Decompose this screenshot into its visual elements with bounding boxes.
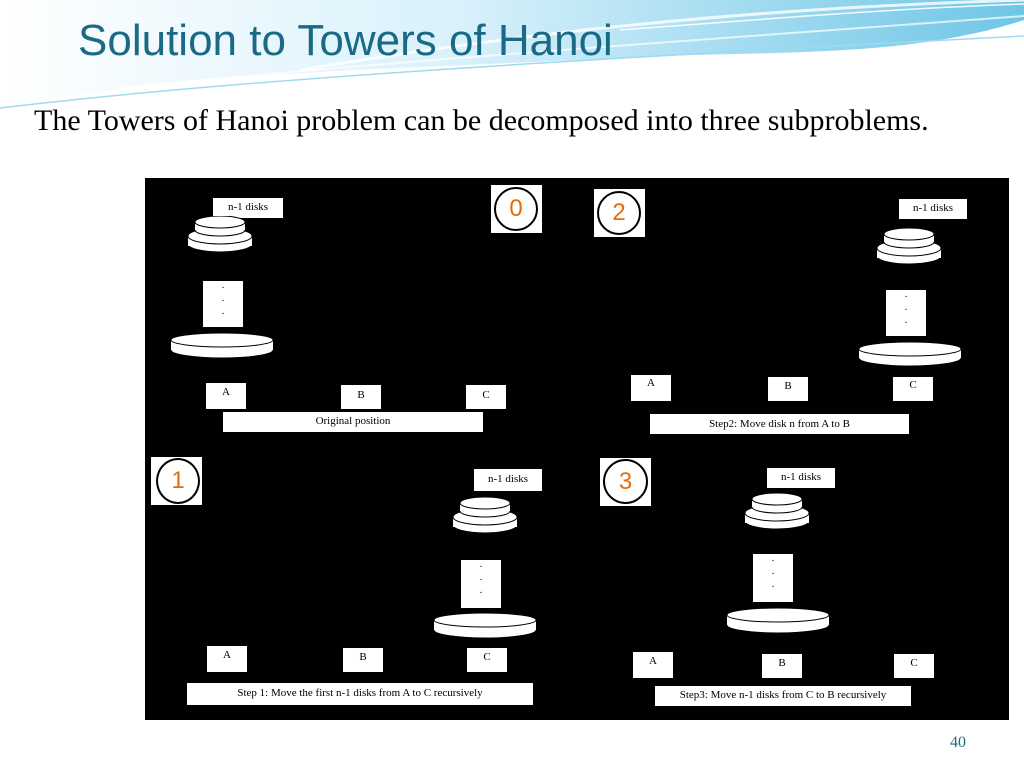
peg-label-b: B bbox=[343, 648, 383, 672]
step-number-ring: 0 bbox=[494, 187, 538, 231]
hanoi-diagram: 0 n-1 disks ··· A B C Original position … bbox=[145, 178, 1009, 720]
slide-title: Solution to Towers of Hanoi bbox=[78, 16, 613, 65]
caption-step3: Step3: Move n-1 disks from C to B recurs… bbox=[655, 686, 911, 706]
step-number-ring: 2 bbox=[597, 191, 641, 235]
peg-label-a: A bbox=[633, 652, 673, 678]
ellipsis-marker: ··· bbox=[886, 290, 926, 336]
peg-label-c: C bbox=[893, 377, 933, 401]
step-number-2: 2 bbox=[594, 189, 645, 237]
large-disk-n bbox=[858, 341, 962, 367]
step-number-ring: 3 bbox=[603, 459, 648, 504]
large-disk-n bbox=[433, 612, 537, 639]
peg-label-c: C bbox=[894, 654, 934, 678]
step-number-0: 0 bbox=[491, 185, 542, 233]
caption-original-position: Original position bbox=[223, 412, 483, 432]
disks-label: n-1 disks bbox=[474, 469, 542, 491]
header-wave-decoration bbox=[0, 0, 1024, 109]
step-number-ring: 1 bbox=[156, 458, 200, 504]
peg-label-a: A bbox=[207, 646, 247, 672]
small-disks-stack bbox=[744, 493, 810, 530]
page-number: 40 bbox=[950, 734, 966, 751]
caption-step2: Step2: Move disk n from A to B bbox=[650, 414, 909, 434]
ellipsis-marker: ··· bbox=[461, 560, 501, 608]
peg-label-b: B bbox=[768, 377, 808, 401]
ellipsis-marker: ··· bbox=[203, 281, 243, 327]
peg-label-c: C bbox=[466, 385, 506, 409]
peg-label-b: B bbox=[762, 654, 802, 678]
large-disk-n bbox=[726, 607, 830, 634]
peg-label-b: B bbox=[341, 385, 381, 409]
caption-step1: Step 1: Move the first n-1 disks from A … bbox=[187, 683, 533, 705]
step-number-1: 1 bbox=[151, 457, 202, 505]
peg-label-a: A bbox=[631, 375, 671, 401]
disks-label: n-1 disks bbox=[899, 199, 967, 219]
small-disks-stack bbox=[452, 497, 518, 534]
intro-text: The Towers of Hanoi problem can be decom… bbox=[34, 104, 929, 137]
small-disks-stack bbox=[876, 228, 942, 265]
large-disk-n bbox=[170, 332, 274, 359]
peg-label-c: C bbox=[467, 648, 507, 672]
disks-label: n-1 disks bbox=[213, 198, 283, 218]
step-number-3: 3 bbox=[600, 458, 651, 506]
peg-label-a: A bbox=[206, 383, 246, 409]
small-disks-stack bbox=[187, 216, 253, 253]
ellipsis-marker: ··· bbox=[753, 554, 793, 602]
disks-label: n-1 disks bbox=[767, 468, 835, 488]
